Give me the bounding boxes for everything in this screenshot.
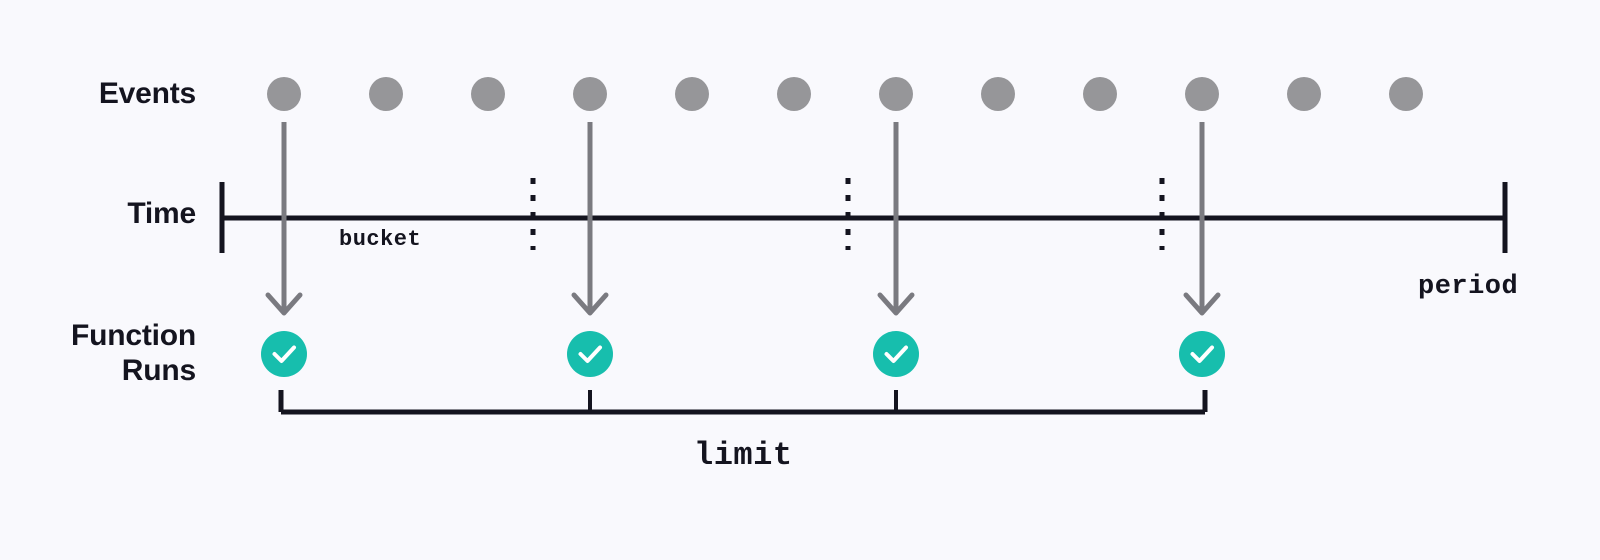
- gray-dot-icon: [675, 77, 709, 111]
- gray-dot-icon: [267, 77, 301, 111]
- events-row: [267, 77, 1423, 111]
- down-arrow-icon: [1183, 292, 1221, 316]
- check-icon: [578, 345, 602, 363]
- function-runs-row: [261, 331, 1225, 377]
- check-circle-icon: [567, 331, 613, 377]
- gray-dot-icon: [1083, 77, 1117, 111]
- limit-annotation: limit: [694, 437, 793, 474]
- run-circle: [567, 331, 613, 377]
- down-arrow-icon: [571, 292, 609, 316]
- gray-dot-icon: [369, 77, 403, 111]
- row-label-time: Time: [127, 197, 196, 230]
- check-circle-icon: [1179, 331, 1225, 377]
- check-icon: [884, 345, 908, 363]
- bucket-dividers: [530, 178, 1165, 250]
- gray-dot-icon: [573, 77, 607, 111]
- run-circle: [261, 331, 307, 377]
- check-circle-icon: [873, 331, 919, 377]
- row-label-events: Events: [98, 77, 196, 110]
- limit-bracket: [278, 390, 1208, 415]
- run-circle: [873, 331, 919, 377]
- gray-dot-icon: [471, 77, 505, 111]
- check-icon: [272, 345, 296, 363]
- gray-dot-icon: [879, 77, 913, 111]
- run-circle: [1179, 331, 1225, 377]
- trigger-arrows: [265, 122, 1221, 316]
- gray-dot-icon: [777, 77, 811, 111]
- check-icon: [1190, 345, 1214, 363]
- down-arrow-icon: [265, 292, 303, 316]
- time-axis: [219, 182, 1508, 253]
- check-circle-icon: [261, 331, 307, 377]
- period-annotation: period: [1418, 272, 1519, 302]
- gray-dot-icon: [1389, 77, 1423, 111]
- bucket-annotation: bucket: [339, 227, 422, 252]
- gray-dot-icon: [1287, 77, 1321, 111]
- down-arrow-icon: [877, 292, 915, 316]
- gray-dot-icon: [981, 77, 1015, 111]
- gray-dot-icon: [1185, 77, 1219, 111]
- row-label-function-runs: Function Runs: [70, 319, 196, 388]
